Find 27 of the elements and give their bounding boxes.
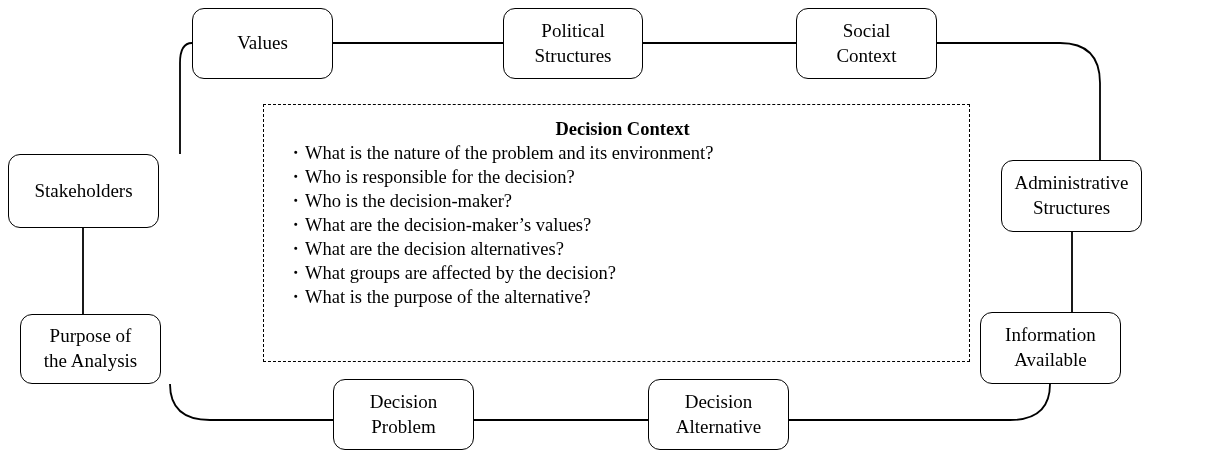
rounded-box: Administrative Structures: [1001, 160, 1142, 232]
bullet-item: ・What are the decision-maker’s values?: [286, 214, 593, 238]
bullet-item: ・What is the purpose of the alternative?: [286, 286, 592, 310]
connector-line: [936, 42, 1101, 161]
connector-line: [642, 42, 797, 44]
rounded-box: Decision Problem: [333, 379, 474, 450]
connector-line: [1071, 231, 1073, 313]
bullet-item: ・Who is responsible for the decision?: [286, 166, 576, 190]
rounded-box: Purpose of the Analysis: [20, 314, 161, 384]
rounded-box: Stakeholders: [8, 154, 159, 228]
connector-line: [788, 383, 1051, 421]
bullet-item: ・Who is the decision-maker?: [286, 190, 514, 214]
rounded-box: Information Available: [980, 312, 1121, 384]
connector-line: [332, 42, 504, 44]
bullet-item: ・What is the nature of the problem and its environment?: [286, 142, 715, 166]
rounded-box: Social Context: [796, 8, 937, 79]
connector-line: [473, 419, 649, 421]
bullet-item: ・What are the decision alternatives?: [286, 238, 565, 262]
rounded-box: Decision Alternative: [648, 379, 789, 450]
connector-line: [82, 227, 84, 315]
panel-heading: Decision Context: [554, 118, 691, 141]
dashed-panel: [263, 104, 970, 362]
rounded-box: Political Structures: [503, 8, 643, 79]
connector-line: [169, 383, 334, 421]
bullet-item: ・What groups are affected by the decision?: [286, 262, 617, 286]
connector-line: [179, 42, 193, 155]
rounded-box: Values: [192, 8, 333, 79]
